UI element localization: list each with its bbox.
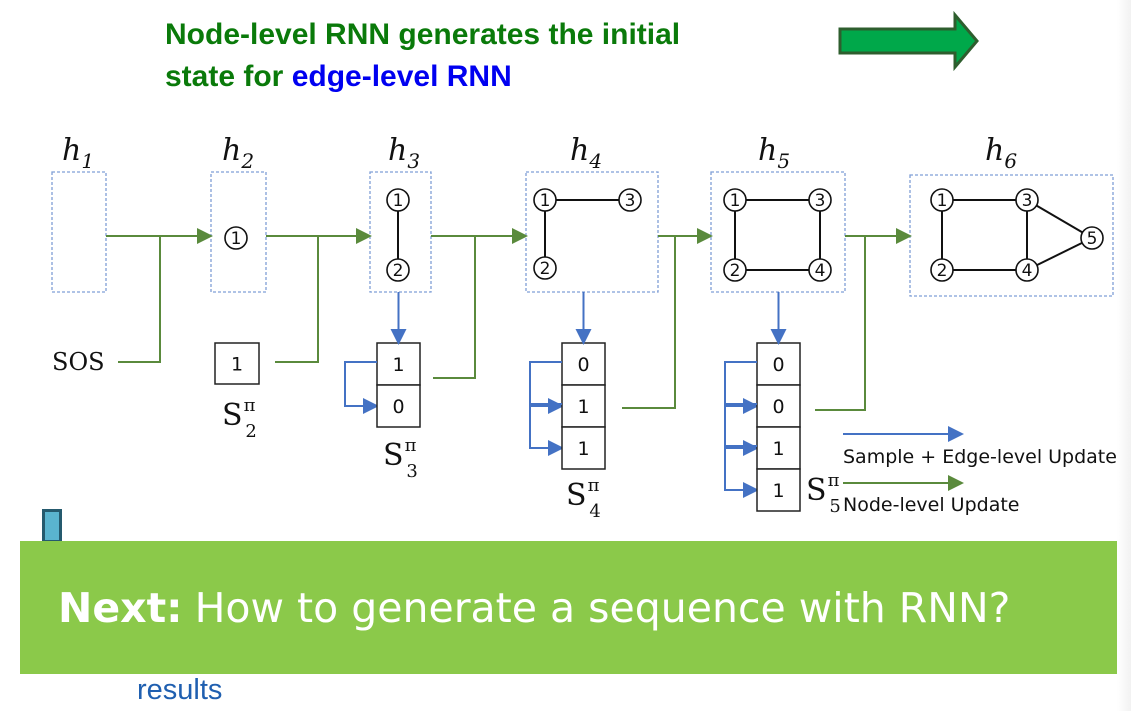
- sequence-cell-value: 1: [577, 438, 589, 460]
- graph-node-label: 3: [1022, 191, 1033, 211]
- sequence-cell-value: 0: [392, 396, 404, 418]
- sos-connector: [118, 236, 161, 363]
- graph-node: [808, 188, 832, 212]
- hidden-state-label-5: h5: [758, 133, 790, 173]
- sequence-cell: [756, 468, 801, 512]
- edge-shadow: [1117, 0, 1131, 711]
- next-banner: Next:How to generate a sequence with RNN…: [20, 541, 1122, 674]
- graph-node: [533, 256, 557, 280]
- hidden-state-label-1: h1: [62, 133, 94, 173]
- sequence-connector: [815, 236, 866, 411]
- graph-node-label: 2: [393, 261, 404, 281]
- graph-node: [386, 258, 410, 282]
- graph-node-label: 2: [540, 259, 551, 279]
- sequence-connector: [622, 236, 676, 409]
- graph-node-label: 1: [730, 191, 741, 211]
- slide-icon: [42, 509, 62, 543]
- sequence-cell-value: 0: [772, 396, 784, 418]
- edge-level-loop-arrow: [344, 361, 379, 414]
- graph-node-label: 5: [1087, 229, 1098, 249]
- edge-level-loop-arrow: [529, 361, 564, 414]
- graph-node: [808, 258, 832, 282]
- graph-node: [224, 226, 248, 250]
- title-line-2-highlight: edge-level RNN: [291, 60, 512, 93]
- hidden-state-label-3: h3: [388, 133, 420, 173]
- hidden-state-box-4: [525, 171, 659, 293]
- graph-node: [723, 258, 747, 282]
- graph-node-label: 3: [815, 191, 826, 211]
- hidden-state-label-4: h4: [570, 133, 602, 173]
- graph-node: [533, 188, 557, 212]
- sequence-cell: [756, 384, 801, 428]
- hidden-state-box-1: [51, 171, 107, 293]
- graph-node: [1015, 188, 1039, 212]
- edge-level-loop-arrow: [724, 361, 759, 414]
- graph-node-label: 1: [393, 191, 404, 211]
- edge-level-loop-arrow: [724, 403, 759, 456]
- graph-node: [1015, 258, 1039, 282]
- legend-node-label: Node-level Update: [843, 494, 1019, 516]
- sequence-cell-value: 1: [772, 438, 784, 460]
- graph-node-label: 4: [815, 261, 826, 281]
- banner-text: How to generate a sequence with RNN?: [194, 583, 1011, 632]
- hidden-state-label-6: h6: [985, 133, 1017, 173]
- sequence-cell: [214, 342, 260, 385]
- graph-edge: [1026, 237, 1093, 271]
- graph-node-label: 4: [1022, 261, 1033, 281]
- sequence-cell: [561, 384, 606, 428]
- graph-edge: [1026, 199, 1093, 239]
- slide-title: Node-level RNN generates the initial sta…: [165, 14, 680, 98]
- graph-node-label: 1: [540, 191, 551, 211]
- sequence-connector: [433, 236, 476, 379]
- graph-node-label: 2: [937, 261, 948, 281]
- graph-node: [723, 188, 747, 212]
- edge-level-loop-arrow: [529, 403, 564, 456]
- sequence-cell-value: 1: [231, 354, 243, 376]
- graph-node-label: 1: [937, 191, 948, 211]
- graph-node-label: 2: [730, 261, 741, 281]
- next-arrow-icon: [838, 10, 979, 72]
- sos-token: SOS: [52, 348, 105, 376]
- sequence-connector: [275, 236, 319, 363]
- graph-node: [930, 188, 954, 212]
- sequence-cell: [376, 384, 421, 428]
- sequence-cell-value: 1: [772, 480, 784, 502]
- graph-node: [1080, 226, 1104, 250]
- legend-edge-label: Sample + Edge-level Update: [843, 446, 1117, 468]
- hidden-state-label-2: h2: [222, 133, 254, 173]
- sequence-cell: [756, 426, 801, 470]
- sequence-cell-value: 0: [577, 354, 589, 376]
- graph-node-label: 1: [231, 229, 242, 249]
- sequence-cell-value: 1: [392, 354, 404, 376]
- title-line-2-prefix: state for: [165, 60, 292, 93]
- sequence-cell-value: 0: [772, 354, 784, 376]
- edge-level-loop-arrow: [724, 445, 759, 498]
- graph-node: [930, 258, 954, 282]
- sequence-cell: [376, 342, 421, 386]
- title-line-2: state for edge-level RNN: [165, 56, 680, 98]
- results-text: results: [137, 674, 223, 706]
- graph-node: [618, 188, 642, 212]
- graph-node: [386, 188, 410, 212]
- sequence-cell: [561, 426, 606, 470]
- title-line-1: Node-level RNN generates the initial: [165, 18, 681, 51]
- sequence-cell-value: 1: [577, 396, 589, 418]
- banner-bold: Next:: [58, 583, 183, 632]
- graph-node-label: 3: [625, 191, 636, 211]
